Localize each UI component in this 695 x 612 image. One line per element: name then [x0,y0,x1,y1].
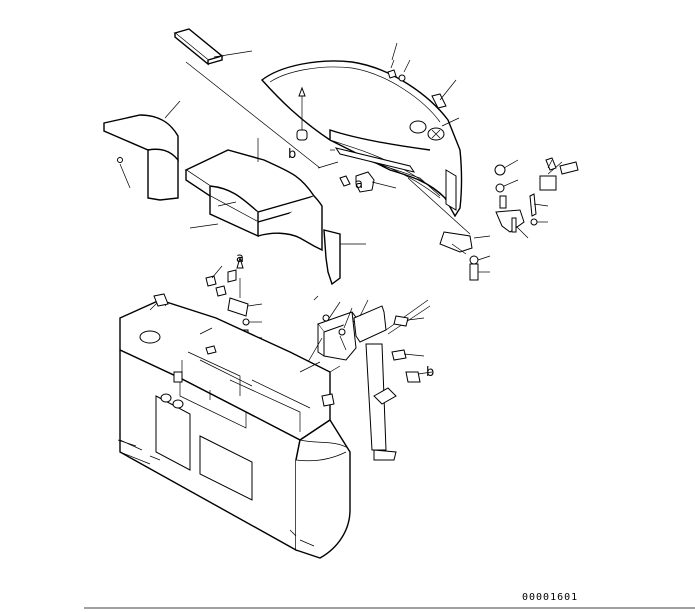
latch-hardware [494,157,579,239]
reference-label-a-upper: a [355,177,363,192]
left-fender-cover [103,100,181,201]
reference-line [185,61,321,169]
reference-label-b-lower: b [426,365,434,380]
reference-label-a-lower: a [236,251,244,266]
main-frame [117,293,351,559]
hood-stay-bracket [407,177,491,281]
reference-label-b-upper: b [288,147,296,162]
seal-strip [173,28,253,66]
drawing-number: 00001601 [522,592,578,603]
engine-hood [260,60,463,218]
support-stay [293,295,433,461]
stopper-block [339,171,397,193]
middle-cover [184,138,323,252]
hood-reference [296,86,339,169]
hood-bolts [387,42,457,109]
side-flap [323,229,366,286]
